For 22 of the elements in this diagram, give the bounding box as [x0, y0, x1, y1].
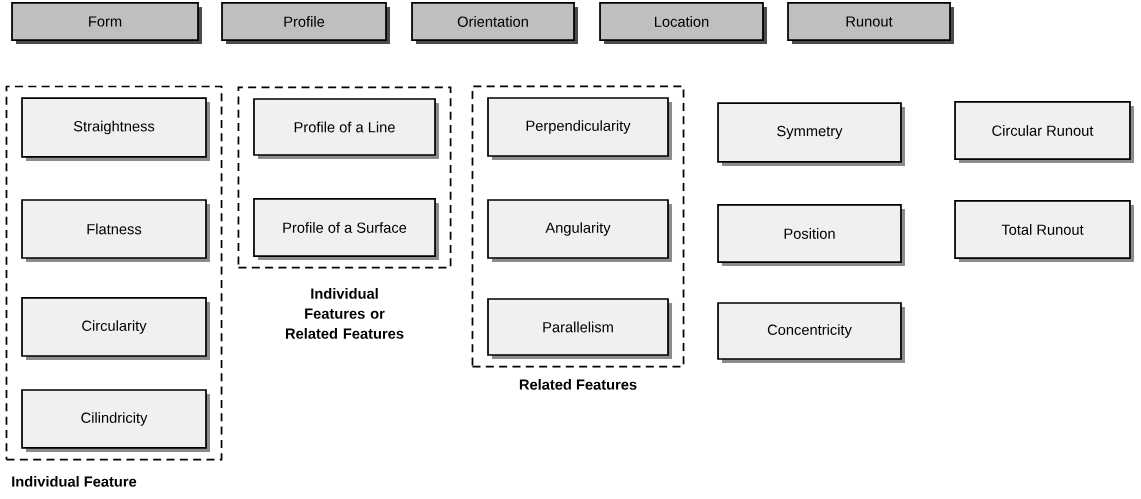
category-header-box: Orientation: [411, 2, 578, 44]
characteristic-box: Circular Runout: [954, 101, 1134, 163]
group-caption: Individual Feature: [12, 476, 137, 487]
category-header-box: Profile: [221, 2, 390, 44]
characteristic-box: Profile of a Line: [253, 98, 439, 159]
characteristic-box: Profile of a Surface: [253, 198, 439, 260]
characteristic-box: Perpendicularity: [487, 97, 672, 160]
characteristic-box: Symmetry: [717, 102, 905, 166]
characteristic-box: Circularity: [21, 297, 210, 360]
characteristic-box: Parallelism: [487, 298, 672, 359]
characteristic-box: Angularity: [487, 199, 672, 262]
category-header-box: Runout: [787, 2, 954, 44]
characteristic-box: Total Runout: [954, 200, 1134, 262]
characteristic-box: Flatness: [21, 199, 210, 262]
category-header-box: Form: [11, 2, 202, 44]
characteristic-box: Straightness: [21, 97, 210, 161]
group-caption: Individual Features or Related Features: [286, 288, 404, 339]
group-caption: Related Features: [519, 379, 637, 390]
category-header-box: Location: [599, 2, 767, 44]
characteristic-box: Concentricity: [717, 302, 905, 363]
characteristic-box: Cilindricity: [21, 389, 210, 452]
characteristic-box: Position: [717, 204, 905, 266]
